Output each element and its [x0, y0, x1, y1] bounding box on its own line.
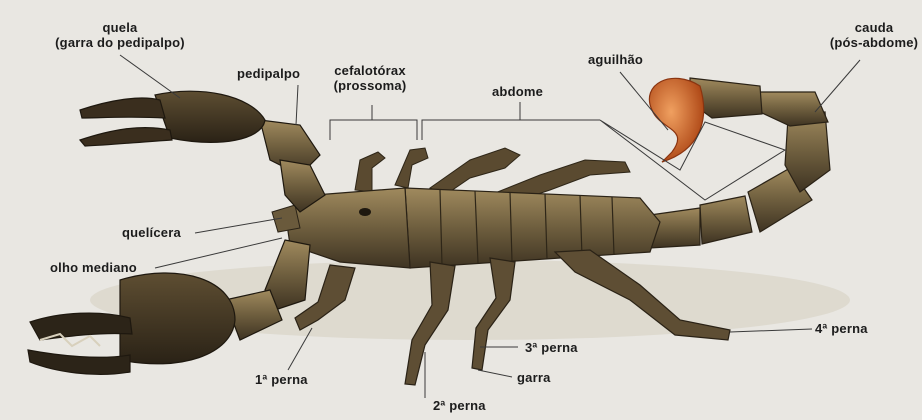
- label-pedipalpo: pedipalpo: [237, 66, 300, 81]
- label-quelicera: quelícera: [122, 225, 181, 240]
- label-quela-subtitle: (garra do pedipalpo): [45, 35, 195, 50]
- label-prossoma: (prossoma): [320, 78, 420, 93]
- abdomen-body: [405, 188, 660, 268]
- label-aguilhao: aguilhão: [588, 52, 643, 67]
- label-perna-3: 3ª perna: [525, 340, 578, 355]
- label-cefalotorax-title: cefalotórax: [320, 63, 420, 78]
- label-olho-mediano: olho mediano: [50, 260, 137, 275]
- label-garra: garra: [517, 370, 551, 385]
- label-perna-2: 2ª perna: [433, 398, 486, 413]
- stinger: [649, 78, 703, 162]
- label-cauda-title: cauda: [826, 20, 922, 35]
- median-eye: [359, 208, 371, 216]
- label-abdome: abdome: [492, 84, 543, 99]
- label-cauda-subtitle: (pós-abdome): [826, 35, 922, 50]
- tail: [649, 78, 830, 248]
- label-quela-title: quela: [45, 20, 195, 35]
- label-cefalotorax: cefalotórax (prossoma): [320, 63, 420, 93]
- label-perna-4: 4ª perna: [815, 321, 868, 336]
- label-quela: quela (garra do pedipalpo): [45, 20, 195, 50]
- label-cauda: cauda (pós-abdome): [826, 20, 922, 50]
- label-perna-1: 1ª perna: [255, 372, 308, 387]
- pedipalp-upper: [80, 91, 325, 212]
